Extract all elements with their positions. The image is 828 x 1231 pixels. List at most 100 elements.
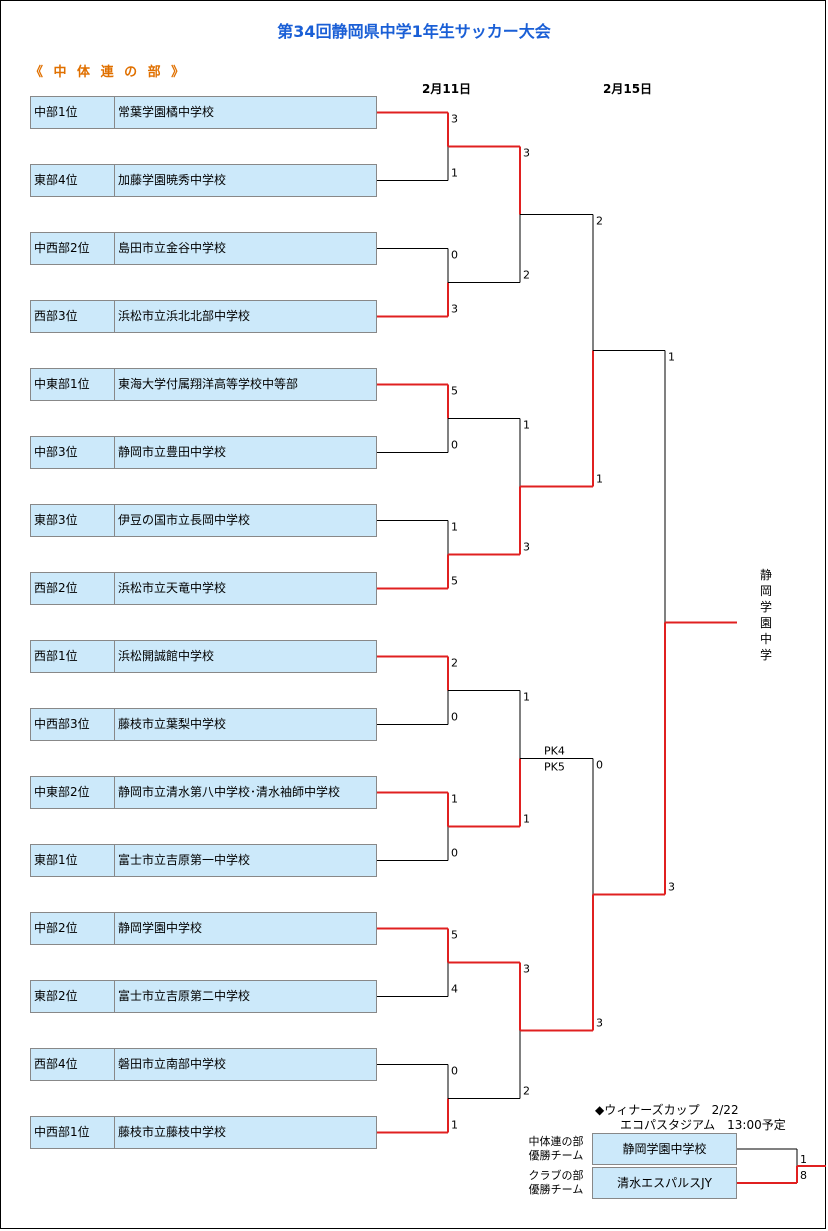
team-row: 中部2位静岡学園中学校 — [30, 912, 377, 945]
team-name: 加藤学園暁秀中学校 — [118, 173, 227, 187]
score-label: 1 — [668, 351, 675, 364]
score-label: 3 — [523, 147, 530, 160]
team-row: 中西部1位藤枝市立藤枝中学校 — [30, 1116, 377, 1149]
score-label: 0 — [451, 847, 458, 860]
team-row: 西部3位浜松市立浜北北部中学校 — [30, 300, 377, 333]
score-label: 0 — [451, 711, 458, 724]
team-row: 西部2位浜松市立天竜中学校 — [30, 572, 377, 605]
team-row: 中西部2位島田市立金谷中学校 — [30, 232, 377, 265]
team-row: 中部1位常葉学園橘中学校 — [30, 96, 377, 129]
score-label: 1 — [596, 473, 603, 486]
score-label: 2 — [523, 269, 530, 282]
score-label: 1 — [523, 691, 530, 704]
team-name: 富士市立吉原第二中学校 — [118, 989, 251, 1003]
team-row: 東部1位富士市立吉原第一中学校 — [30, 844, 377, 877]
pk-label: PK4 — [544, 745, 565, 758]
cup-label-club: クラブの部優勝チーム — [528, 1169, 584, 1196]
team-rank: 西部1位 — [31, 641, 115, 672]
team-name: 島田市立金谷中学校 — [118, 241, 227, 255]
team-row: 中部3位静岡市立豊田中学校 — [30, 436, 377, 469]
score-label: 0 — [451, 439, 458, 452]
team-rank: 西部4位 — [31, 1049, 115, 1080]
team-row: 東部3位伊豆の国市立長岡中学校 — [30, 504, 377, 537]
champion-char: 学 — [759, 648, 772, 662]
team-name: 東海大学付属翔洋高等学校中等部 — [118, 377, 299, 391]
score-label: 3 — [596, 1017, 603, 1030]
team-name: 藤枝市立藤枝中学校 — [118, 1125, 227, 1139]
cup-label-chutairen: 中体連の部優勝チーム — [528, 1135, 584, 1162]
team-name: 伊豆の国市立長岡中学校 — [118, 513, 251, 527]
team-name: 富士市立吉原第一中学校 — [118, 853, 251, 867]
team-rank: 西部2位 — [31, 573, 115, 604]
team-row: 東部4位加藤学園暁秀中学校 — [30, 164, 377, 197]
team-rank: 中西部1位 — [31, 1117, 115, 1148]
score-label: 2 — [596, 215, 603, 228]
team-rank: 中東部1位 — [31, 369, 115, 400]
score-label: 1 — [523, 813, 530, 826]
team-row: 西部4位磐田市立南部中学校 — [30, 1048, 377, 1081]
score-label: 3 — [451, 303, 458, 316]
team-row: 西部1位浜松開誠館中学校 — [30, 640, 377, 673]
champion-char: 中 — [759, 632, 772, 646]
score-label: 4 — [451, 983, 458, 996]
team-row: 中東部2位静岡市立清水第八中学校･清水袖師中学校 — [30, 776, 377, 809]
score-label: 1 — [451, 1119, 458, 1132]
score-label: 5 — [451, 575, 458, 588]
score-label: 2 — [523, 1085, 530, 1098]
team-rank: 中西部2位 — [31, 233, 115, 264]
team-name: 常葉学園橘中学校 — [118, 105, 215, 119]
team-name: 静岡学園中学校 — [118, 921, 203, 935]
score-label: 3 — [523, 541, 530, 554]
cup-score: 1 — [800, 1153, 807, 1166]
team-rank: 中部3位 — [31, 437, 115, 468]
team-rank: 東部4位 — [31, 165, 115, 196]
team-rank: 中部2位 — [31, 913, 115, 944]
team-name: 静岡市立豊田中学校 — [118, 445, 227, 459]
score-label: 5 — [451, 929, 458, 942]
team-name: 静岡市立清水第八中学校･清水袖師中学校 — [118, 785, 341, 799]
score-label: 1 — [451, 167, 458, 180]
pk-label: PK5 — [544, 761, 565, 774]
score-label: 3 — [523, 963, 530, 976]
champion-char: 学 — [759, 600, 772, 614]
score-label: 2 — [451, 657, 458, 670]
cup-title: ◆ウィナーズカップ 2/22 — [595, 1103, 739, 1117]
team-rank: 東部1位 — [31, 845, 115, 876]
team-row: 東部2位富士市立吉原第二中学校 — [30, 980, 377, 1013]
page-title: 第34回静岡県中学1年生サッカー大会 — [277, 22, 551, 41]
champion-char: 岡 — [759, 584, 772, 598]
champion-char: 静 — [759, 568, 772, 582]
team-rank: 西部3位 — [31, 301, 115, 332]
cup-score: 8 — [800, 1169, 807, 1182]
score-label: 0 — [451, 249, 458, 262]
team-rank: 中東部2位 — [31, 777, 115, 808]
score-label: 1 — [451, 521, 458, 534]
team-row: 中西部3位藤枝市立葉梨中学校 — [30, 708, 377, 741]
team-rank: 東部2位 — [31, 981, 115, 1012]
team-rank: 東部3位 — [31, 505, 115, 536]
score-label: 3 — [668, 881, 675, 894]
date-round3: 2月15日 — [603, 82, 653, 96]
cup-venue: エコパスタジアム 13:00予定 — [620, 1118, 786, 1132]
team-name: 浜松開誠館中学校 — [118, 649, 215, 663]
date-round1: 2月11日 — [422, 82, 472, 96]
team-row: 中東部1位東海大学付属翔洋高等学校中等部 — [30, 368, 377, 401]
team-name: 浜松市立浜北北部中学校 — [118, 309, 251, 323]
score-label: 5 — [451, 385, 458, 398]
score-label: 1 — [451, 793, 458, 806]
team-name: 藤枝市立葉梨中学校 — [118, 717, 227, 731]
score-label: 0 — [451, 1065, 458, 1078]
team-rank: 中部1位 — [31, 97, 115, 128]
cup-team-1: 静岡学園中学校 — [592, 1133, 737, 1165]
section-label: 《 中 体 連 の 部 》 — [30, 65, 188, 80]
team-rank: 中西部3位 — [31, 709, 115, 740]
cup-team-2: 清水エスパルスJY — [592, 1167, 737, 1199]
score-label: 1 — [523, 419, 530, 432]
score-label: 3 — [451, 113, 458, 126]
team-name: 磐田市立南部中学校 — [118, 1057, 227, 1071]
champion-char: 園 — [759, 616, 772, 630]
team-name: 浜松市立天竜中学校 — [118, 581, 227, 595]
score-label: 0 — [596, 759, 603, 772]
